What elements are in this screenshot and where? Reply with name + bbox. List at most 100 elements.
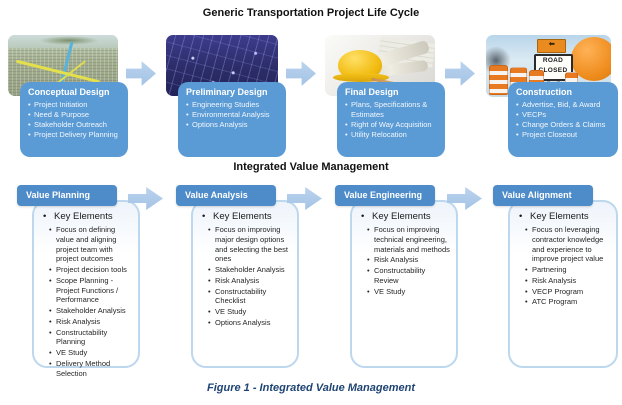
bullet-icon: • — [49, 225, 52, 234]
ivm-title: Integrated Value Management — [233, 161, 389, 173]
traffic-barrel-icon — [488, 64, 508, 95]
phase-bullet: •Advertise, Bid, & Award — [516, 100, 612, 110]
stage-bullet-label: Focus on improving major design options … — [215, 225, 288, 264]
stage-bullet-label: Constructability Checklist — [215, 286, 267, 306]
stage-bullet: • Focus on improving major design options… — [208, 225, 292, 264]
phase-bullet: •Project Initiation — [28, 100, 122, 110]
key-elements-label: Key Elements — [54, 211, 113, 222]
phase-box-construction: Construction •Advertise, Bid, & Award•VE… — [508, 82, 618, 157]
phase-bullet-label: Stakeholder Outreach — [34, 119, 107, 129]
stage-bullet: • Constructability Checklist — [208, 287, 292, 307]
bullet-icon: • — [208, 225, 211, 234]
lifecycle-title: Generic Transportation Project Life Cycl… — [202, 7, 420, 19]
stage-bullet-label: Focus on defining value and aligning pro… — [56, 225, 117, 264]
bullet-icon: • — [186, 109, 189, 119]
key-elements-label: Key Elements — [372, 211, 431, 222]
phase-bullet-label: Project Closeout — [522, 129, 578, 139]
stage-bullet: • Risk Analysis — [525, 276, 611, 286]
phase-bullet: •Change Orders & Claims — [516, 120, 612, 130]
orange-hard-hat-icon — [571, 37, 611, 82]
phase-bullet-label: Environmental Analysis — [192, 109, 270, 119]
stage-bullet: • Focus on defining value and aligning pr… — [49, 225, 133, 264]
stage-bullet: •Stakeholder Analysis — [49, 306, 133, 316]
bullet-icon: • — [525, 297, 528, 307]
road-closed-line2: CLOSED — [538, 66, 568, 74]
phase-bullet: •Project Delivery Planning — [28, 130, 122, 140]
figure-caption: Figure 1 - Integrated Value Management — [206, 382, 416, 394]
bullet-icon: • — [525, 225, 528, 234]
stage-bullet-label: Focus on leveraging contractor knowledge… — [532, 225, 604, 264]
bullet-icon: • — [516, 100, 519, 109]
hard-hat-brim — [332, 72, 389, 82]
bullet-icon: • — [208, 275, 211, 285]
stage-bullet-list: • Focus on leveraging contractor knowledg… — [517, 225, 611, 307]
phase-bullet-list: •Advertise, Bid, & Award•VECPs•Change Or… — [516, 100, 612, 140]
stage-bullet: •Project decision tools — [49, 265, 133, 275]
bullet-icon: • — [49, 327, 52, 337]
stage-bullet: • Constructability Review — [367, 266, 451, 286]
bullet-icon: • — [519, 211, 523, 222]
stage-bullet-list: • Focus on defining value and aligning pr… — [41, 225, 133, 378]
stage-bullet-label: Partnering — [532, 265, 567, 274]
stage-bullet: •ATC Program — [525, 297, 611, 307]
bullet-icon: • — [525, 275, 528, 285]
stage-bullet-label: VECP Program — [532, 286, 584, 296]
stage-bullet-label: Options Analysis — [215, 317, 271, 327]
stage-bullet: • Scope Planning - Project Functions / Pe… — [49, 276, 133, 305]
road-closed-sign: ROAD CLOSED — [533, 53, 573, 81]
bullet-icon: • — [28, 119, 31, 129]
phase-bullet-label: Project Initiation — [34, 100, 88, 109]
stage-bullet-list: • Focus on improving technical engineerin… — [359, 225, 451, 296]
phase-title: Conceptual Design — [28, 87, 110, 97]
bullet-icon: • — [49, 348, 52, 357]
stage-bullet-list: • Focus on improving major design options… — [200, 225, 292, 328]
bullet-icon: • — [516, 129, 519, 139]
bullet-icon: • — [208, 307, 211, 316]
bullet-icon: • — [49, 316, 52, 326]
phase-title: Construction — [516, 87, 572, 97]
phase-bullet-label: Utility Relocation — [351, 129, 407, 139]
phase-bullet-label: Advertise, Bid, & Award — [522, 100, 601, 109]
bullet-icon: • — [208, 286, 211, 296]
stage-bullet-label: VE Study — [374, 286, 406, 296]
phase-bullet: •Stakeholder Outreach — [28, 120, 122, 130]
key-elements-label: Key Elements — [213, 211, 272, 222]
stage-header-value-analysis: Value Analysis — [176, 185, 276, 206]
key-elements-heading: •Key Elements — [43, 211, 133, 222]
phase-bullet-list: •Project Initiation•Need & Purpose•Stake… — [28, 100, 122, 140]
stage-bullet-label: Scope Planning - Project Functions / Per… — [56, 275, 119, 305]
stage-bullet: •Delivery Method Selection — [49, 359, 133, 379]
bullet-icon: • — [367, 286, 370, 296]
bullet-icon: • — [345, 100, 348, 109]
phase-box-conceptual-design: Conceptual Design •Project Initiation•Ne… — [20, 82, 128, 157]
stage-bullet-label: Risk Analysis — [215, 275, 260, 285]
stage-bullet-label: Risk Analysis — [532, 275, 577, 285]
stage-bullet-label: Constructability Planning — [56, 327, 108, 347]
stage-bullet-label: Risk Analysis — [374, 255, 419, 265]
key-elements-heading: •Key Elements — [361, 211, 451, 222]
bullet-icon: • — [49, 275, 52, 285]
stage-bullet: • VECP Program — [525, 287, 611, 297]
bullet-icon: • — [208, 317, 211, 327]
stage-header-value-alignment: Value Alignment — [493, 185, 593, 206]
stage-bullet: • Risk Analysis — [208, 276, 292, 286]
bullet-icon: • — [345, 129, 348, 139]
phase-bullet-list: •Engineering Studies•Environmental Analy… — [186, 100, 280, 130]
arrow-right-icon — [126, 61, 156, 86]
stage-bullet-label: Focus on improving technical engineering… — [374, 225, 450, 254]
bullet-icon: • — [367, 266, 370, 275]
arrow-right-icon — [286, 61, 316, 86]
phase-bullet: •Engineering Studies — [186, 100, 280, 110]
phase-bullet: •VECPs — [516, 110, 612, 120]
phase-bullet: •Need & Purpose — [28, 110, 122, 120]
stage-header-value-planning: Value Planning — [17, 185, 117, 206]
bullet-icon: • — [186, 100, 189, 109]
stage-body-value-analysis: •Key Elements •Focus on improving major … — [191, 200, 299, 368]
bullet-icon: • — [525, 286, 528, 296]
bullet-icon: • — [345, 119, 348, 129]
stage-bullet-label: Constructability Review — [374, 266, 426, 285]
stage-bullet: • Risk Analysis — [49, 317, 133, 327]
stage-bullet-label: Risk Analysis — [56, 316, 101, 326]
bullet-icon: • — [49, 358, 52, 368]
